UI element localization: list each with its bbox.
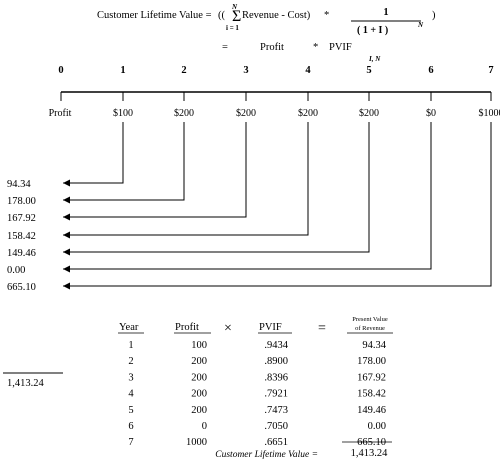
cash-flow-label: $200: [174, 108, 194, 119]
period-label: 7: [488, 65, 493, 76]
table-pv-cell: 94.34: [362, 340, 386, 351]
period-label: 0: [58, 65, 63, 76]
calculation-table: Year Profit × PVIF = Present Value of Re…: [118, 316, 393, 459]
present-value-column: 1,413.24 94.34 178.00 167.92 158.42 149.46 0.…: [3, 179, 63, 389]
cash-flow-label: $200: [298, 108, 318, 119]
equals-sign: =: [222, 42, 228, 53]
header-pv-line1: Present Value: [352, 316, 388, 323]
table-year-cell: 3: [128, 372, 133, 383]
table-year-cell: 6: [128, 421, 133, 432]
table-profit-cell: 1000: [186, 437, 207, 448]
multiply-sign-2: *: [313, 42, 318, 53]
present-value-item: 178.00: [7, 196, 36, 207]
table-profit-cell: 200: [191, 356, 207, 367]
table-year-cell: 2: [128, 356, 133, 367]
table-year-cell: 7: [128, 437, 133, 448]
formula: Customer Lifetime Value = (( N Σ i = 1 R…: [97, 3, 436, 63]
table-pv-cell: 149.46: [357, 405, 386, 416]
cash-flow-label: $200: [359, 108, 379, 119]
period-label: 3: [243, 65, 248, 76]
cash-flow-label: $0: [426, 108, 436, 119]
pv-total: 1,413.24: [7, 378, 45, 389]
present-value-item: 149.46: [7, 248, 36, 259]
cash-flow-label: $1000: [479, 108, 500, 119]
fraction-denominator: ( 1 + I ): [357, 25, 388, 36]
formula-label: Customer Lifetime Value =: [97, 10, 212, 21]
formula-close-paren: ): [432, 10, 436, 21]
table-pvif-cell: .8900: [264, 356, 288, 367]
multiply-sign: *: [324, 10, 329, 21]
table-pvif-cell: .7473: [264, 405, 288, 416]
table-pvif-cell: .9434: [264, 340, 288, 351]
summation-lower-limit: i = 1: [226, 24, 239, 32]
discount-arrow: [63, 122, 369, 252]
present-value-item: 94.34: [7, 179, 31, 190]
period-label: 1: [120, 65, 125, 76]
table-pv-cell: 178.00: [357, 356, 386, 367]
present-value-item: 158.42: [7, 231, 36, 242]
cash-flow-label: Profit: [49, 108, 72, 119]
denominator-exponent: N: [417, 21, 424, 29]
period-label: 4: [305, 65, 311, 76]
header-pvif: PVIF: [259, 322, 282, 333]
cash-flow-label: $100: [113, 108, 133, 119]
table-pv-cell: 665.10: [357, 437, 386, 448]
table-pvif-cell: .7050: [264, 421, 288, 432]
formula-open-paren: ((: [218, 10, 225, 21]
table-pvif-cell: .8396: [264, 372, 288, 383]
table-year-cell: 1: [128, 340, 133, 351]
present-value-item: 665.10: [7, 282, 36, 293]
footer-value: 1,413.24: [351, 448, 389, 459]
present-value-item: 167.92: [7, 213, 36, 224]
header-equals-sign: =: [318, 321, 326, 336]
discount-arrow: [63, 122, 491, 286]
table-profit-cell: 200: [191, 389, 207, 400]
revenue-minus-cost: Revenue - Cost): [242, 10, 311, 21]
table-pvif-cell: .7921: [264, 389, 288, 400]
pvif-term: PVIF: [329, 42, 352, 53]
discount-arrow: [63, 122, 246, 217]
table-profit-cell: 100: [191, 340, 207, 351]
present-value-item: 0.00: [7, 265, 25, 276]
table-profit-cell: 200: [191, 405, 207, 416]
summation-sign: Σ: [232, 8, 241, 25]
period-label: 6: [428, 65, 433, 76]
header-profit: Profit: [175, 322, 199, 333]
header-pv-line2: of Revenue: [355, 325, 385, 332]
profit-term: Profit: [260, 42, 284, 53]
discount-arrow: [63, 122, 431, 269]
period-label: 2: [181, 65, 186, 76]
cash-flow-label: $200: [236, 108, 256, 119]
table-pv-cell: 167.92: [357, 372, 386, 383]
table-pv-cell: 158.42: [357, 389, 386, 400]
header-times-sign: ×: [224, 321, 232, 336]
table-year-cell: 4: [128, 389, 134, 400]
table-pvif-cell: .6651: [264, 437, 288, 448]
footer-label: Customer Lifetime Value =: [215, 449, 318, 459]
table-year-cell: 5: [128, 405, 133, 416]
period-label: 5: [366, 65, 371, 76]
table-profit-cell: 200: [191, 372, 207, 383]
discount-arrow: [63, 122, 123, 183]
discount-arrow: [63, 122, 308, 235]
fraction-numerator: 1: [383, 7, 388, 18]
pvif-subscript: I, N: [368, 55, 381, 63]
table-profit-cell: 0: [202, 421, 207, 432]
discount-arrows: [63, 122, 491, 286]
header-year: Year: [119, 322, 139, 333]
table-pv-cell: 0.00: [368, 421, 386, 432]
